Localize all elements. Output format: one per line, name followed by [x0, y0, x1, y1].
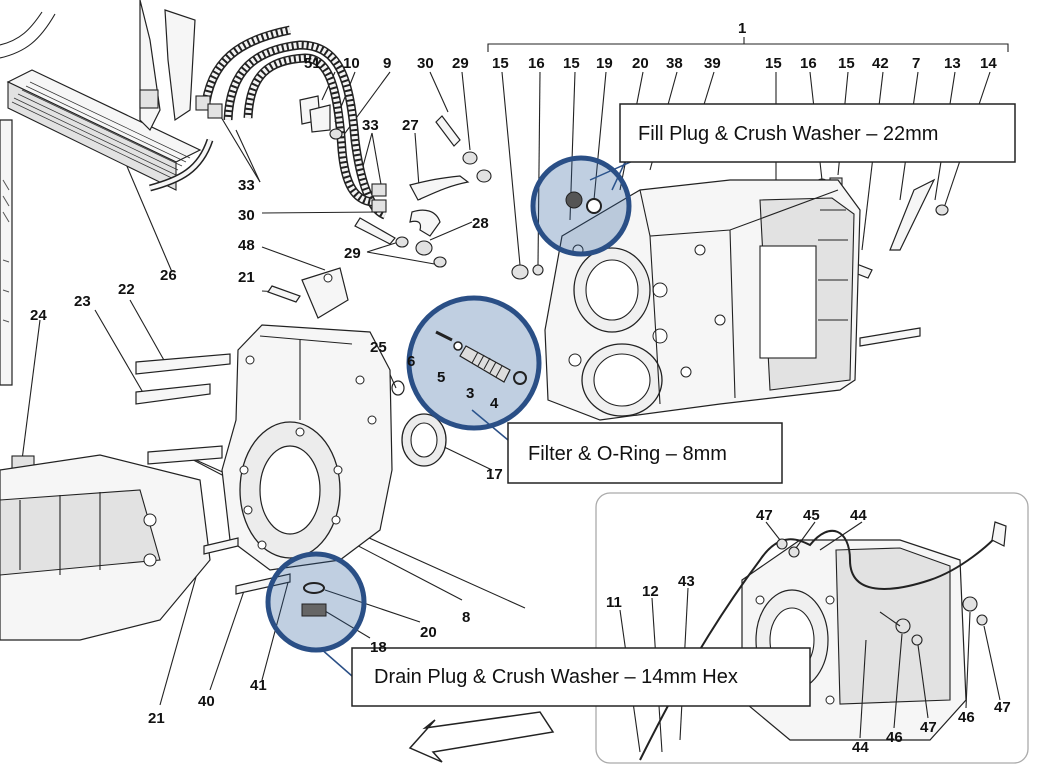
part-number: 16: [528, 55, 545, 72]
drain-plug-icon: [301, 603, 327, 617]
part-number: 15: [765, 55, 782, 72]
part-number: 33: [238, 177, 255, 194]
part-number: 45: [803, 507, 820, 524]
part-number: 28: [472, 215, 489, 232]
stud-right: [859, 327, 921, 347]
part-number: 16: [800, 55, 817, 72]
part-number: 46: [886, 729, 903, 746]
part-number: 6: [407, 353, 415, 370]
fill-plug-highlight: [530, 155, 632, 257]
main-gearbox-case: [544, 179, 861, 421]
part-number: 5: [437, 369, 445, 386]
fill-washer-icon: [586, 198, 602, 214]
highlight-circles: [265, 155, 632, 653]
part-number: 22: [118, 281, 135, 298]
part-number: 26: [160, 267, 177, 284]
part-number: 3: [466, 385, 474, 402]
part-number: 18: [370, 639, 387, 656]
parts-artwork: [0, 0, 949, 763]
callout-drain-text: Drain Plug & Crush Washer – 14mm Hex: [374, 666, 738, 688]
part-number: 15: [492, 55, 509, 72]
part-number: 38: [666, 55, 683, 72]
part-number: 21: [148, 710, 165, 727]
part-number: 47: [756, 507, 773, 524]
part-number: 10: [343, 55, 360, 72]
part-number-labels: 1 51 10 9 30 29 15 16 15 19 20 38 39 15 …: [30, 20, 1011, 756]
part-number: 17: [486, 466, 503, 483]
part-number: 33: [362, 117, 379, 134]
bracket-13: [889, 178, 936, 251]
filter-icon: [435, 330, 527, 385]
part-number: 4: [490, 395, 499, 412]
hoses: [139, 0, 388, 220]
part-number: 7: [912, 55, 920, 72]
part-number: 27: [402, 117, 419, 134]
part-number: 20: [420, 624, 437, 641]
part-number: 29: [344, 245, 361, 262]
part-number: 1: [738, 20, 746, 37]
part-number: 19: [596, 55, 613, 72]
part-number: 30: [417, 55, 434, 72]
extension-housing: [0, 454, 211, 641]
part-number: 15: [838, 55, 855, 72]
part-number: 39: [704, 55, 721, 72]
part-number: 40: [198, 693, 215, 710]
part-number: 43: [678, 573, 695, 590]
part-number: 25: [370, 339, 387, 356]
direction-arrow: [408, 711, 555, 763]
side-panel-fragment: [0, 119, 13, 386]
part-number: 21: [238, 269, 255, 286]
part-number: 47: [994, 699, 1011, 716]
part-number: 14: [980, 55, 997, 72]
long-bolts: [11, 353, 231, 477]
part-number: 44: [850, 507, 867, 524]
part-number: 9: [383, 55, 391, 72]
callout-fill-text: Fill Plug & Crush Washer – 22mm: [638, 123, 938, 145]
part-number: 41: [250, 677, 267, 694]
part-number: 51: [304, 55, 321, 72]
drain-washer-icon: [303, 582, 325, 594]
drain-plug-highlight: [265, 551, 367, 653]
part-number: 24: [30, 307, 47, 324]
part-number: 44: [852, 739, 869, 756]
part-number: 12: [642, 583, 659, 600]
callout-filter-text: Filter & O-Ring – 8mm: [528, 443, 727, 465]
seal-and-oring: [391, 380, 447, 467]
part-number: 11: [606, 594, 622, 611]
part-number: 23: [74, 293, 91, 310]
part-number: 15: [563, 55, 580, 72]
part-number: 42: [872, 55, 889, 72]
oil-cooler: [0, 11, 202, 191]
fill-plug-icon: [565, 191, 583, 209]
part-number: 8: [462, 609, 470, 626]
part-number: 30: [238, 207, 255, 224]
callout-drain: Drain Plug & Crush Washer – 14mm Hex: [351, 647, 811, 707]
callout-filter: Filter & O-Ring – 8mm: [507, 422, 783, 484]
center-case: [221, 324, 393, 571]
callout-fill: Fill Plug & Crush Washer – 22mm: [619, 103, 1016, 163]
part-number: 47: [920, 719, 937, 736]
bracket-48: [267, 267, 349, 319]
part-number: 20: [632, 55, 649, 72]
part-number: 46: [958, 709, 975, 726]
side-panel-marks: [2, 179, 10, 323]
part-number: 48: [238, 237, 255, 254]
part-number: 13: [944, 55, 961, 72]
part-number: 29: [452, 55, 469, 72]
